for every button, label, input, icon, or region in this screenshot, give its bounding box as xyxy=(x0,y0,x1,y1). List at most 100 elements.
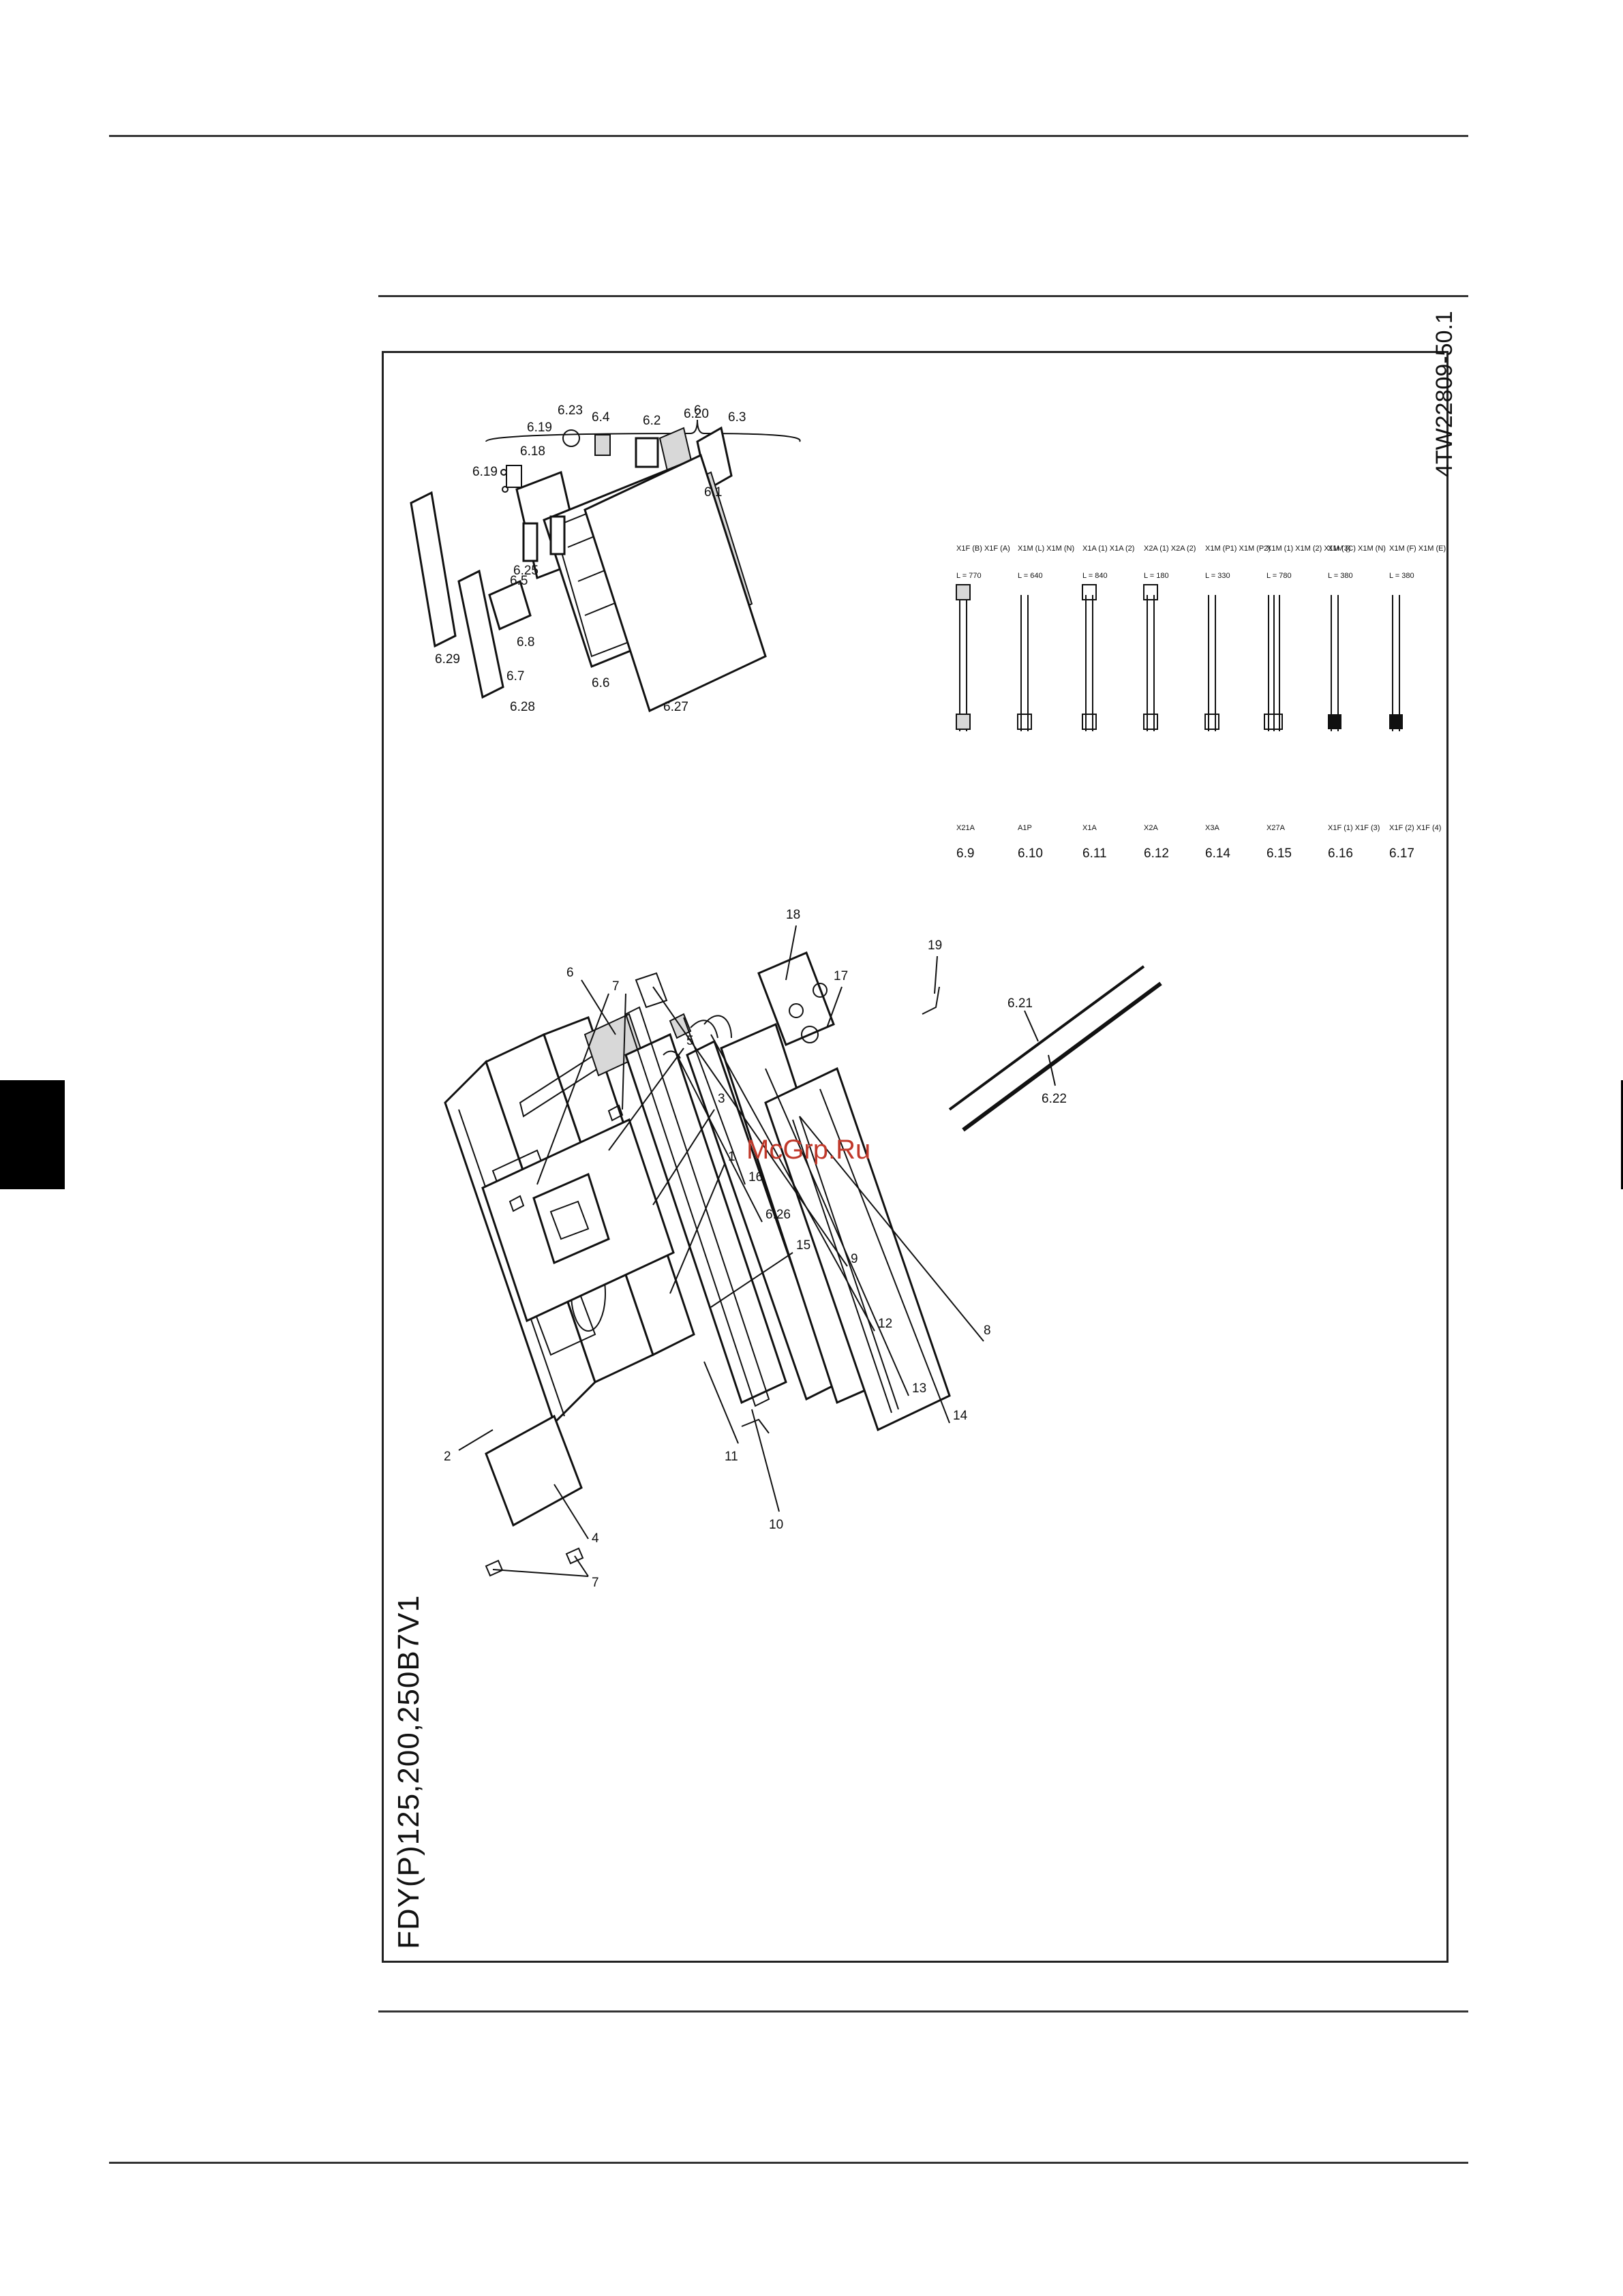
harness-6-16: 6.16 X1F (1) X1F (3) L = 380 X1M (C) X1M… xyxy=(1328,545,1386,861)
svg-text:A1P: A1P xyxy=(1018,824,1032,832)
bracket-7-lower-a xyxy=(485,1559,504,1577)
harness-6-14: 6.14 X3A L = 330 X1M (P1) X1M (P2) xyxy=(1204,545,1271,861)
svg-text:6.10: 6.10 xyxy=(1018,846,1043,861)
callout-16: 16 xyxy=(748,1170,763,1184)
bracket-6-8 xyxy=(522,522,539,562)
watermark: McGrp.Ru xyxy=(746,1135,871,1165)
label-6-8: 6.8 xyxy=(517,635,534,649)
svg-text:X1F (2) X1F (4): X1F (2) X1F (4) xyxy=(1389,824,1441,832)
svg-text:X21A: X21A xyxy=(956,824,975,832)
harness-6-15: 6.15 X27A L = 780 X1M (1) X1M (2) X1M (3… xyxy=(1264,545,1350,861)
label-6-5: 6.5 xyxy=(510,574,528,588)
svg-text:X1A (1) X1A (2): X1A (1) X1A (2) xyxy=(1082,545,1134,553)
callout-2: 2 xyxy=(444,1450,451,1464)
fitting-part-10 xyxy=(741,1418,770,1434)
label-6-3: 6.3 xyxy=(728,410,746,425)
bottom-rule xyxy=(109,2162,1468,2164)
exploded-view-drawing: 2 6 7 5 3 1 16 6.26 15 9 12 13 14 8 10 1… xyxy=(410,403,1446,1590)
callout-1: 1 xyxy=(728,1150,735,1164)
part-6-4 xyxy=(594,434,611,456)
svg-text:L = 640: L = 640 xyxy=(1018,572,1043,580)
label-6-29: 6.29 xyxy=(435,652,460,667)
label-6-18: 6.18 xyxy=(520,444,545,459)
bracket-part-9 xyxy=(635,972,668,1009)
svg-text:L = 330: L = 330 xyxy=(1205,572,1230,580)
svg-text:X3A: X3A xyxy=(1205,824,1219,832)
board-6-2 xyxy=(635,437,659,468)
exploded-view-frame: 2 6 7 5 3 1 16 6.26 15 9 12 13 14 8 10 1… xyxy=(382,351,1448,1963)
callout-14: 14 xyxy=(953,1409,968,1423)
label-6-19-a: 6.19 xyxy=(472,465,498,479)
harness-table: 6.9 X21A L = 770 X1F (B) X1F (A) 6.10 A1… xyxy=(956,545,1446,861)
callout-19: 19 xyxy=(928,938,942,953)
svg-text:6.9: 6.9 xyxy=(956,846,974,861)
label-6-6: 6.6 xyxy=(592,676,609,690)
section-tab xyxy=(0,1080,65,1189)
bracket-7-upper-a xyxy=(509,1195,525,1212)
bracket-7-lower-b xyxy=(565,1547,584,1565)
callout-15: 15 xyxy=(796,1238,810,1253)
svg-text:X1M (P1) X1M (P2): X1M (P1) X1M (P2) xyxy=(1205,545,1271,553)
callout-17: 17 xyxy=(834,969,848,983)
callout-8: 8 xyxy=(984,1323,991,1338)
callout-6-26: 6.26 xyxy=(765,1208,791,1222)
elec-box-labels: 6.1 6.2 6.3 6.4 6.5 6.6 6.7 6.8 6.18 6.1… xyxy=(435,403,746,714)
callout-7b: 7 xyxy=(592,1576,599,1590)
clamp-bracket-part-18 xyxy=(757,951,835,1046)
svg-text:X27A: X27A xyxy=(1266,824,1286,832)
svg-text:X2A: X2A xyxy=(1144,824,1158,832)
svg-text:X1M (F) X1M (E): X1M (F) X1M (E) xyxy=(1389,545,1446,553)
svg-text:X1M (L) X1M (N): X1M (L) X1M (N) xyxy=(1018,545,1074,553)
svg-text:X1F (1) X1F (3): X1F (1) X1F (3) xyxy=(1328,824,1380,832)
bottom-panel-part-14 xyxy=(764,1067,951,1432)
drawing-reference: 4TW22809-50.1 xyxy=(1431,311,1457,477)
label-6-1: 6.1 xyxy=(704,485,722,500)
cover-6-29 xyxy=(410,491,457,648)
label-6-22: 6.22 xyxy=(1042,1092,1067,1106)
harness-6-12: 6.12 X2A L = 180 X2A (1) X2A (2) xyxy=(1143,545,1196,861)
side-plate-part-4 xyxy=(485,1414,583,1527)
svg-text:X1M (C) X1M (N): X1M (C) X1M (N) xyxy=(1328,545,1386,553)
svg-text:6.12: 6.12 xyxy=(1144,846,1169,861)
callouts-left: 2 6 7 5 3 1 16 6.26 15 9 12 13 14 8 10 1… xyxy=(444,966,991,1590)
label-6-25: 6.25 xyxy=(513,564,539,578)
rod-6-21 xyxy=(948,965,1145,1111)
part-19 xyxy=(922,986,940,1015)
frame-top-rule xyxy=(378,295,1468,297)
svg-text:6.11: 6.11 xyxy=(1082,846,1107,861)
elec-box-group-6: 6 xyxy=(410,403,801,713)
top-rule xyxy=(109,135,1468,137)
rod-6-22 xyxy=(962,981,1162,1132)
filter-part-15 xyxy=(624,1032,787,1405)
svg-text:6.16: 6.16 xyxy=(1328,846,1353,861)
plate-6-27 xyxy=(583,453,767,713)
label-6-23: 6.23 xyxy=(558,403,583,418)
svg-text:6.15: 6.15 xyxy=(1266,846,1292,861)
svg-text:X2A (1) X2A (2): X2A (1) X2A (2) xyxy=(1144,545,1196,553)
callout-11: 11 xyxy=(725,1450,738,1464)
harness-6-11: 6.11 X1A L = 840 X1A (1) X1A (2) xyxy=(1082,545,1134,861)
svg-text:6.17: 6.17 xyxy=(1389,846,1414,861)
svg-text:L = 180: L = 180 xyxy=(1144,572,1169,580)
svg-text:6.14: 6.14 xyxy=(1205,846,1230,861)
svg-text:L = 770: L = 770 xyxy=(956,572,982,580)
part-6-23 xyxy=(562,429,580,447)
callout-6: 6 xyxy=(566,966,574,980)
strip-6-28 xyxy=(457,569,504,699)
label-6-4: 6.4 xyxy=(592,410,610,425)
part-6-18 xyxy=(506,465,522,488)
label-6-27: 6.27 xyxy=(663,700,688,714)
harness-6-17: 6.17 X1F (2) X1F (4) L = 380 X1M (F) X1M… xyxy=(1389,545,1446,861)
callout-3: 3 xyxy=(718,1092,725,1106)
svg-text:X1A: X1A xyxy=(1082,824,1097,832)
harness-6-10: 6.10 A1P L = 640 X1M (L) X1M (N) xyxy=(1017,545,1074,861)
callout-4: 4 xyxy=(592,1531,599,1546)
frame-bottom-rule xyxy=(378,2010,1468,2012)
callout-12: 12 xyxy=(878,1317,892,1331)
svg-text:L = 780: L = 780 xyxy=(1266,572,1292,580)
callout-13: 13 xyxy=(912,1381,926,1396)
label-6-28: 6.28 xyxy=(510,700,535,714)
label-6-7: 6.7 xyxy=(506,669,524,684)
model-title: FDY(P)125,200,250B7V1 xyxy=(392,1595,425,1949)
callout-9: 9 xyxy=(851,1252,858,1266)
